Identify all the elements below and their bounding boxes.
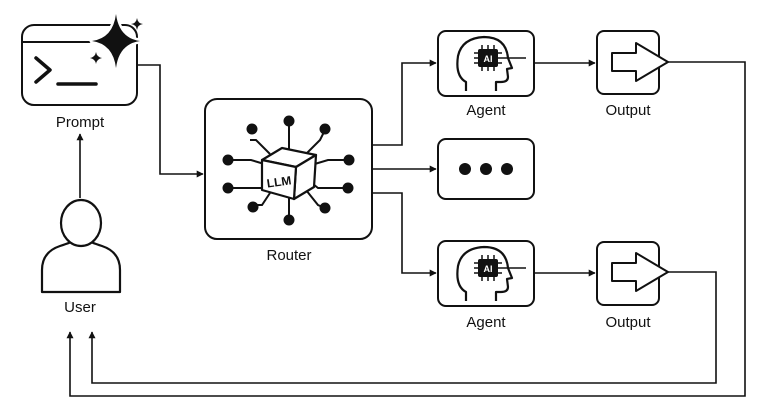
more-agents-node: [437, 138, 535, 200]
ellipsis-icon: [459, 163, 513, 175]
connectors: [66, 59, 746, 397]
arrow-right-icon: [611, 252, 669, 292]
output-label-bottom: Output: [605, 314, 651, 331]
output-node-top: Output: [596, 30, 669, 119]
llm-label: LLM: [266, 173, 292, 190]
arrow-right-icon: [611, 42, 669, 82]
connector-router-agent-bottom: [372, 192, 437, 277]
connector-router-agent-top: [372, 59, 437, 146]
router-node: LLM Router: [204, 98, 373, 264]
prompt-label: Prompt: [56, 114, 105, 131]
output-node-bottom: Output: [596, 241, 669, 331]
user-node: User: [40, 198, 122, 316]
terminal-sparkle-icon: [21, 11, 143, 106]
ai-head-icon: AI: [456, 35, 526, 91]
connector-prompt-router: [138, 64, 204, 178]
output-label-top: Output: [605, 102, 651, 119]
user-icon: [40, 198, 122, 294]
prompt-node: Prompt: [21, 11, 143, 131]
ai-chip-label-top: AI: [484, 54, 493, 64]
ai-head-icon: AI: [456, 245, 526, 301]
agent-node-top: AI Agent: [437, 30, 535, 119]
connector-output-top-user: [66, 61, 746, 397]
ai-chip-label-bottom: AI: [484, 264, 493, 274]
router-label: Router: [266, 247, 311, 264]
agent-label-top: Agent: [466, 102, 506, 119]
agent-node-bottom: AI Agent: [437, 240, 535, 331]
llm-cube-network-icon: [222, 115, 355, 226]
connector-output-bottom-user: [88, 271, 717, 384]
agent-label-bottom: Agent: [466, 314, 506, 331]
user-label: User: [64, 299, 96, 316]
